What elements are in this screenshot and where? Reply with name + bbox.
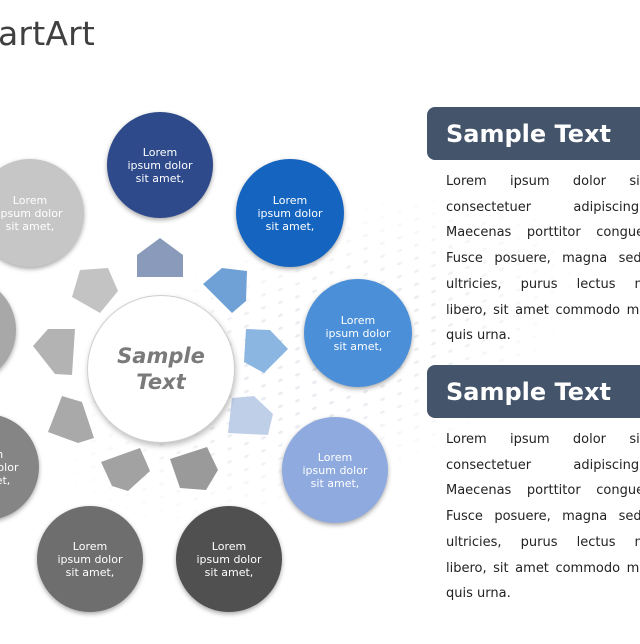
body-line: libero, sit amet commodo magna eros bbox=[446, 560, 640, 576]
body-line: quis urna. bbox=[446, 586, 511, 602]
panel-body: Lorem ipsum dolor sit amet, consectetuer… bbox=[427, 169, 640, 349]
node-label: Lorem ipsum dolor sit amet, bbox=[57, 539, 123, 579]
body-line: quis urna. bbox=[446, 328, 511, 344]
body-line: Lorem ipsum dolor sit amet, bbox=[446, 432, 640, 447]
slide-title: artArt bbox=[0, 14, 96, 53]
connector-pentagon bbox=[228, 396, 273, 435]
diagram-node-3: Lorem ipsum dolor sit amet, bbox=[304, 279, 412, 387]
connector-pentagon bbox=[48, 396, 94, 443]
node-label: Lorem ipsum dolor sit amet, bbox=[0, 448, 19, 487]
connector-pentagon bbox=[170, 447, 218, 490]
node-label: Lorem ipsum dolor sit amet, bbox=[325, 313, 391, 353]
diagram-node-9: Lorem ipsum dolor sit amet, bbox=[0, 159, 84, 267]
connector-pentagon bbox=[33, 329, 75, 375]
center-label: Sample Text bbox=[117, 344, 205, 394]
text-panel-1: Sample Text Lorem ipsum dolor sit amet, … bbox=[427, 107, 640, 349]
body-line: consectetuer adipiscing elit. bbox=[446, 457, 640, 473]
connector-pentagon bbox=[244, 329, 288, 373]
body-line: Lorem ipsum dolor sit amet, bbox=[446, 174, 640, 189]
diagram-node-1: Lorem ipsum dolor sit amet, bbox=[107, 112, 213, 218]
diagram-node-6: Lorem ipsum dolor sit amet, bbox=[37, 506, 143, 612]
diagram-center: Sample Text bbox=[87, 295, 235, 443]
node-label: Lorem ipsum dolor sit amet, bbox=[196, 539, 262, 579]
text-panel-2: Sample Text Lorem ipsum dolor sit amet, … bbox=[427, 365, 640, 607]
diagram-node-5: Lorem ipsum dolor sit amet, bbox=[176, 506, 282, 612]
body-line: ultricies, purus lectus malesuada bbox=[446, 276, 640, 292]
body-line: Maecenas porttitor congue massa. bbox=[446, 225, 640, 241]
body-line: Fusce posuere, magna sed pulvinar bbox=[446, 509, 640, 525]
connector-pentagon bbox=[203, 268, 247, 313]
diagram-node-4: Lorem ipsum dolor sit amet, bbox=[282, 417, 388, 523]
panel-heading: Sample Text bbox=[427, 365, 640, 418]
diagram-node-2: Lorem ipsum dolor sit amet, bbox=[236, 159, 344, 267]
body-line: libero, sit amet commodo magna eros bbox=[446, 302, 640, 318]
connector-pentagon bbox=[137, 238, 183, 277]
connector-pentagon bbox=[72, 268, 118, 313]
body-line: ultricies, purus lectus malesuada bbox=[446, 534, 640, 550]
body-line: Fusce posuere, magna sed pulvinar bbox=[446, 251, 640, 267]
body-line: Maecenas porttitor congue massa. bbox=[446, 483, 640, 499]
node-label: Lorem ipsum dolor sit amet, bbox=[127, 145, 193, 185]
panel-heading: Sample Text bbox=[427, 107, 640, 160]
text-panels-area: Sample Text Lorem ipsum dolor sit amet, … bbox=[427, 0, 640, 640]
node-label: Lorem ipsum dolor sit amet, bbox=[302, 450, 368, 490]
node-label: Lorem ipsum dolor sit amet, bbox=[0, 193, 63, 233]
panel-body: Lorem ipsum dolor sit amet, consectetuer… bbox=[427, 427, 640, 607]
node-label: Lorem ipsum dolor sit amet, bbox=[257, 193, 323, 233]
body-line: consectetuer adipiscing elit. bbox=[446, 199, 640, 215]
connector-pentagon bbox=[101, 448, 150, 491]
